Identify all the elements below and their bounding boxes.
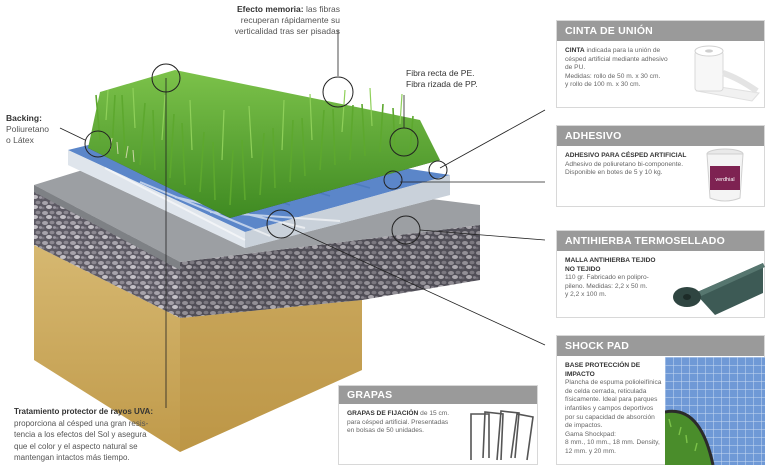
uva-line-3: que el color y el aspecto natural se: [14, 441, 138, 451]
card-shock-body: BASE PROTECCIÓN DE IMPACTO Plancha de es…: [565, 362, 669, 457]
fiber-label-pp: Fibra rizada de PP.: [406, 79, 478, 89]
memory-effect-text-2: recuperan rápidamente su: [240, 15, 340, 25]
memory-effect-title: Efecto memoria:: [237, 4, 304, 14]
card-antihierba-line-4: pileno. Medidas: 2,2 x 50 m.: [565, 282, 648, 290]
card-cinta-de-union: CINTA DE UNIÓN CINTA indicada para la un…: [556, 20, 765, 108]
adhesive-bucket-image: verdhial: [706, 148, 744, 202]
card-adhesivo-line-3: Disponible en botes de 5 y 10 kg.: [565, 169, 663, 177]
backing-line-3: o Látex: [6, 135, 34, 145]
card-antihierba: ANTIHIERBA TERMOSELLADO MALLA ANTIHIERBA…: [556, 230, 765, 318]
weed-mesh-roll-image: [673, 263, 765, 315]
memory-effect-text-1: las fibras: [305, 4, 340, 14]
card-adhesivo-line-2: Adhesivo de poliuretano bi-componente.: [565, 160, 684, 168]
card-shock-pad: SHOCK PAD BASE PROTECCIÓN DE IMPACTO Pla…: [556, 335, 765, 465]
gravel-layer: [34, 185, 480, 318]
staples-image: [470, 410, 534, 461]
card-grapas-title: GRAPAS: [339, 386, 537, 404]
card-cinta-title: CINTA DE UNIÓN: [557, 21, 764, 41]
card-grapas-line-1: de 15 cm.: [418, 410, 450, 417]
card-grapas-body: GRAPAS DE FIJACIÓN de 15 cm. para césped…: [347, 410, 457, 436]
card-adhesivo: ADHESIVO ADHESIVO PARA CÉSPED ARTIFICIAL…: [556, 125, 765, 207]
card-shock-line-5: infantiles y campos deportivos: [565, 404, 654, 412]
card-antihierba-line-1: MALLA ANTIHIERBA TEJIDO: [565, 257, 656, 264]
uva-line-1: proporciona al césped una gran resis-: [14, 418, 149, 428]
card-shock-line-3: de celda cerrada, reticulada: [565, 387, 647, 395]
memory-effect-text-3: verticalidad tras ser pisadas: [234, 26, 340, 36]
backing-label: Backing: Poliuretano o Látex: [6, 113, 66, 146]
card-cinta-body: CINTA indicada para la unión de césped a…: [565, 47, 683, 90]
card-shock-line-10: 12 mm. y 20 mm.: [565, 447, 616, 455]
uva-title: Tratamiento protector de rayos UVA:: [14, 407, 153, 416]
leader-lines: [59, 30, 546, 408]
tape-roll-image: [694, 45, 760, 102]
card-antihierba-line-3: 110 gr. Fabricado en polipro-: [565, 274, 649, 282]
memory-effect-label: Efecto memoria: las fibras recuperan ráp…: [228, 4, 340, 37]
card-antihierba-line-5: y 2,2 x 100 m.: [565, 291, 607, 299]
adhesive-brand-text: verdhial: [715, 177, 734, 183]
card-adhesivo-line-1: ADHESIVO PARA CÉSPED ARTIFICIAL: [565, 152, 687, 159]
card-cinta-line-4: Medidas: rollo de 50 m. x 30 cm.: [565, 72, 661, 80]
card-shock-line-2: Plancha de espuma polioleifínica: [565, 379, 662, 387]
card-cinta-line-5: y rollo de 100 m. x 30 cm.: [565, 81, 641, 89]
card-grapas-line-3: en bolsas de 50 unidades.: [347, 427, 424, 435]
card-grapas-line-2: para césped artificial. Presentadas: [347, 418, 449, 426]
sand-layer: [34, 245, 362, 452]
card-adhesivo-title: ADHESIVO: [557, 126, 764, 146]
card-cinta-lead: CINTA: [565, 47, 585, 54]
card-shock-line-9: 8 mm., 10 mm., 18 mm. Density,: [565, 439, 660, 447]
card-antihierba-line-2: NO TEJIDO: [565, 265, 601, 273]
card-antihierba-body: MALLA ANTIHIERBA TEJIDO NO TEJIDO 110 gr…: [565, 257, 665, 300]
fiber-label: Fibra recta de PE. Fibra rizada de PP.: [406, 68, 496, 90]
detail-circles: [84, 63, 448, 245]
card-adhesivo-body: ADHESIVO PARA CÉSPED ARTIFICIAL Adhesivo…: [565, 152, 705, 178]
uva-line-4: mantengan intactos más tiempo.: [14, 453, 130, 462]
shock-pad-image: [665, 357, 765, 465]
uva-line-2: tencia a los efectos del Sol y asegura: [14, 430, 147, 439]
card-grapas-lead: GRAPAS DE FIJACIÓN: [347, 410, 419, 417]
card-cinta-line-1: indicada para la unión de: [584, 47, 661, 54]
backing-line-2: Poliuretano: [6, 124, 50, 134]
backing-title: Backing:: [6, 113, 42, 123]
card-cinta-line-3: de PU.: [565, 64, 586, 72]
card-grapas: GRAPAS GRAPAS DE FIJACIÓN de 15 cm. para…: [338, 385, 538, 465]
card-shock-line-1: BASE PROTECCIÓN DE IMPACTO: [565, 362, 641, 378]
grass-fibers: [88, 70, 440, 218]
card-antihierba-title: ANTIHIERBA TERMOSELLADO: [557, 231, 764, 251]
card-shock-line-8: Gama Shockpad:: [565, 430, 616, 438]
fiber-label-pe: Fibra recta de PE.: [406, 68, 475, 78]
card-shock-line-7: de impactos.: [565, 422, 603, 430]
card-shock-title: SHOCK PAD: [557, 336, 764, 356]
card-shock-line-4: físicamente. Ideal para parques: [565, 396, 658, 404]
card-shock-line-6: por su capacidad de absorción: [565, 413, 655, 421]
card-cinta-line-2: césped artificial mediante adhesivo: [565, 55, 668, 63]
uva-label: Tratamiento protector de rayos UVA: prop…: [14, 406, 166, 464]
